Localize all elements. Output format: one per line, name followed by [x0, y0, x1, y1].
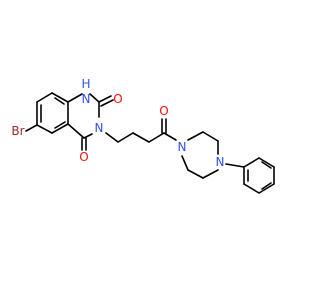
nitrogen-3-label: N [95, 121, 104, 135]
oxygen-bottom-label: O [79, 150, 88, 164]
nitrogen-1-label: N [82, 92, 91, 106]
bonds [25, 92, 275, 194]
bond [243, 183, 260, 194]
bond [181, 155, 189, 171]
bond-inner [54, 97, 65, 105]
bond [258, 183, 275, 194]
bond [89, 93, 100, 103]
molecule-structure: Br H N O N O O N N [11, 77, 275, 194]
bond-inner [261, 182, 272, 190]
bond [51, 123, 69, 134]
bond-inner [54, 121, 66, 129]
bond [187, 169, 204, 179]
bond [51, 92, 69, 103]
oxygen-top-label: O [113, 92, 122, 106]
phenyl-nitrogen-label: N [216, 155, 225, 169]
bond [202, 169, 219, 179]
bond [148, 132, 165, 143]
ketone-oxygen-label: O [159, 104, 168, 118]
bond [225, 163, 245, 168]
bond [83, 133, 93, 139]
bond [187, 131, 204, 141]
bond [36, 92, 53, 103]
bond-inner [261, 161, 272, 169]
bond [25, 124, 38, 132]
bond [163, 132, 177, 141]
bond [258, 157, 275, 168]
atom-labels: Br H N O N O O N N [11, 77, 224, 169]
bond [243, 157, 260, 168]
nh-hydrogen-label: H [81, 77, 90, 91]
bond [105, 132, 119, 143]
bond [67, 123, 85, 139]
bond [98, 95, 112, 103]
bond [132, 132, 150, 143]
bond [36, 124, 53, 134]
bromine-label: Br [11, 124, 24, 138]
bond [202, 131, 219, 142]
bond [67, 93, 83, 103]
molecule-canvas: Br H N O N O O N N [11, 77, 275, 194]
bond [100, 99, 114, 107]
amide-nitrogen-label: N [178, 140, 187, 154]
bond [117, 132, 134, 143]
